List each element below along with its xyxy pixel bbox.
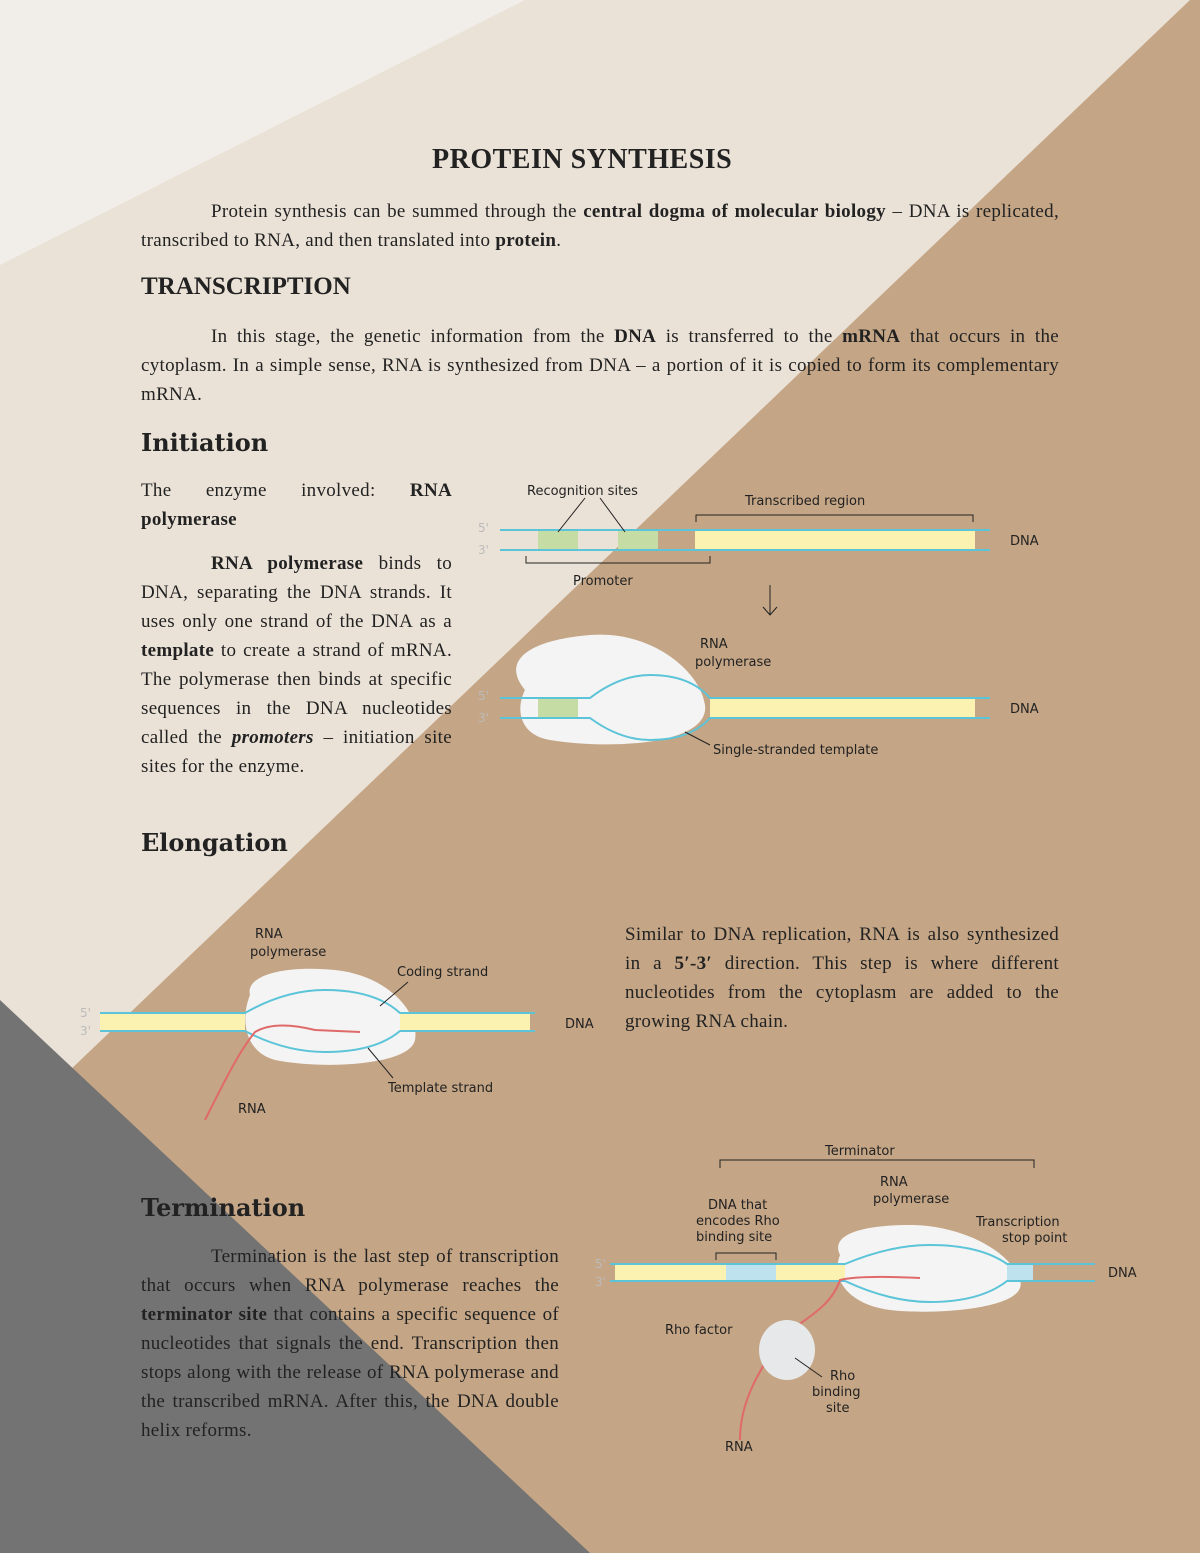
- three-prime-label: 3': [478, 711, 489, 725]
- termination-heading: Termination: [141, 1193, 306, 1222]
- rna-polymerase-shape: [837, 1225, 1021, 1312]
- arrow-down-icon: [762, 585, 778, 616]
- five-prime-label: 5': [595, 1257, 606, 1271]
- svg-text:binding site: binding site: [696, 1230, 772, 1245]
- rna-strand: [204, 1024, 361, 1121]
- three-prime-label: 3': [595, 1275, 606, 1289]
- rna-polymerase-shape: [245, 968, 416, 1065]
- rho-binding-site-label: Rho: [830, 1369, 855, 1384]
- rho-factor-shape: [759, 1320, 815, 1380]
- rho-factor-label: Rho factor: [665, 1323, 733, 1338]
- rna-polymerase-label: RNA: [255, 927, 283, 942]
- svg-text:encodes Rho: encodes Rho: [696, 1214, 780, 1229]
- svg-text:polymerase: polymerase: [695, 655, 771, 670]
- dna-label: DNA: [1108, 1266, 1137, 1281]
- rna-polymerase-shape: [516, 634, 706, 745]
- elongation-heading: Elongation: [141, 828, 288, 857]
- rna-polymerase-label: RNA: [880, 1175, 908, 1190]
- five-prime-label: 5': [80, 1006, 91, 1020]
- stop-point-label: Transcription: [975, 1215, 1060, 1230]
- svg-text:polymerase: polymerase: [873, 1192, 949, 1207]
- promoter-label: Promoter: [573, 574, 633, 589]
- dna-label: DNA: [1010, 534, 1039, 549]
- rna-label: RNA: [238, 1102, 266, 1117]
- rna-label: RNA: [725, 1440, 753, 1455]
- svg-text:stop point: stop point: [1002, 1231, 1067, 1246]
- five-prime-label: 5': [478, 521, 489, 535]
- termination-paragraph: Termination is the last step of transcri…: [141, 1246, 559, 1441]
- dna-label: DNA: [1010, 702, 1039, 717]
- svg-text:polymerase: polymerase: [250, 945, 326, 960]
- initiation-diagram: 5' 3' DNA Recognition sites Transcribed …: [478, 484, 1039, 758]
- dna-rho-site-label: DNA that: [708, 1198, 767, 1213]
- template-label: Single-stranded template: [713, 743, 878, 758]
- template-strand-label: Template strand: [387, 1081, 493, 1096]
- termination-diagram: Terminator 5' 3' DNA RNA polymerase DNA …: [595, 1144, 1137, 1455]
- coding-strand-label: Coding strand: [397, 965, 488, 980]
- dna-label: DNA: [565, 1017, 594, 1032]
- five-prime-label: 5': [478, 689, 489, 703]
- intro-paragraph: Protein synthesis can be summed through …: [141, 201, 1060, 251]
- three-prime-label: 3': [478, 543, 489, 557]
- rna-strand: [739, 1275, 921, 1441]
- transcribed-region-label: Transcribed region: [744, 494, 865, 509]
- initiation-enzyme: The enzyme involved: RNA polymerase: [141, 480, 452, 530]
- rna-polymerase-label: RNA: [700, 637, 728, 652]
- initiation-heading: Initiation: [141, 428, 269, 457]
- svg-text:binding: binding: [812, 1385, 860, 1400]
- three-prime-label: 3': [80, 1024, 91, 1038]
- svg-text:site: site: [826, 1401, 849, 1416]
- transcription-paragraph: In this stage, the genetic information f…: [141, 326, 1059, 405]
- transcription-heading: TRANSCRIPTION: [141, 273, 351, 300]
- recognition-sites-label: Recognition sites: [527, 484, 638, 499]
- initiation-paragraph: RNA polymerase binds to DNA, separating …: [141, 553, 452, 777]
- page-title: PROTEIN SYNTHESIS: [432, 144, 733, 175]
- elongation-diagram: 5' 3' DNA RNA polymerase Coding strand T…: [80, 927, 594, 1121]
- dna-top: [500, 529, 990, 551]
- terminator-label: Terminator: [824, 1144, 895, 1159]
- elongation-paragraph: Similar to DNA replication, RNA is also …: [625, 924, 1059, 1032]
